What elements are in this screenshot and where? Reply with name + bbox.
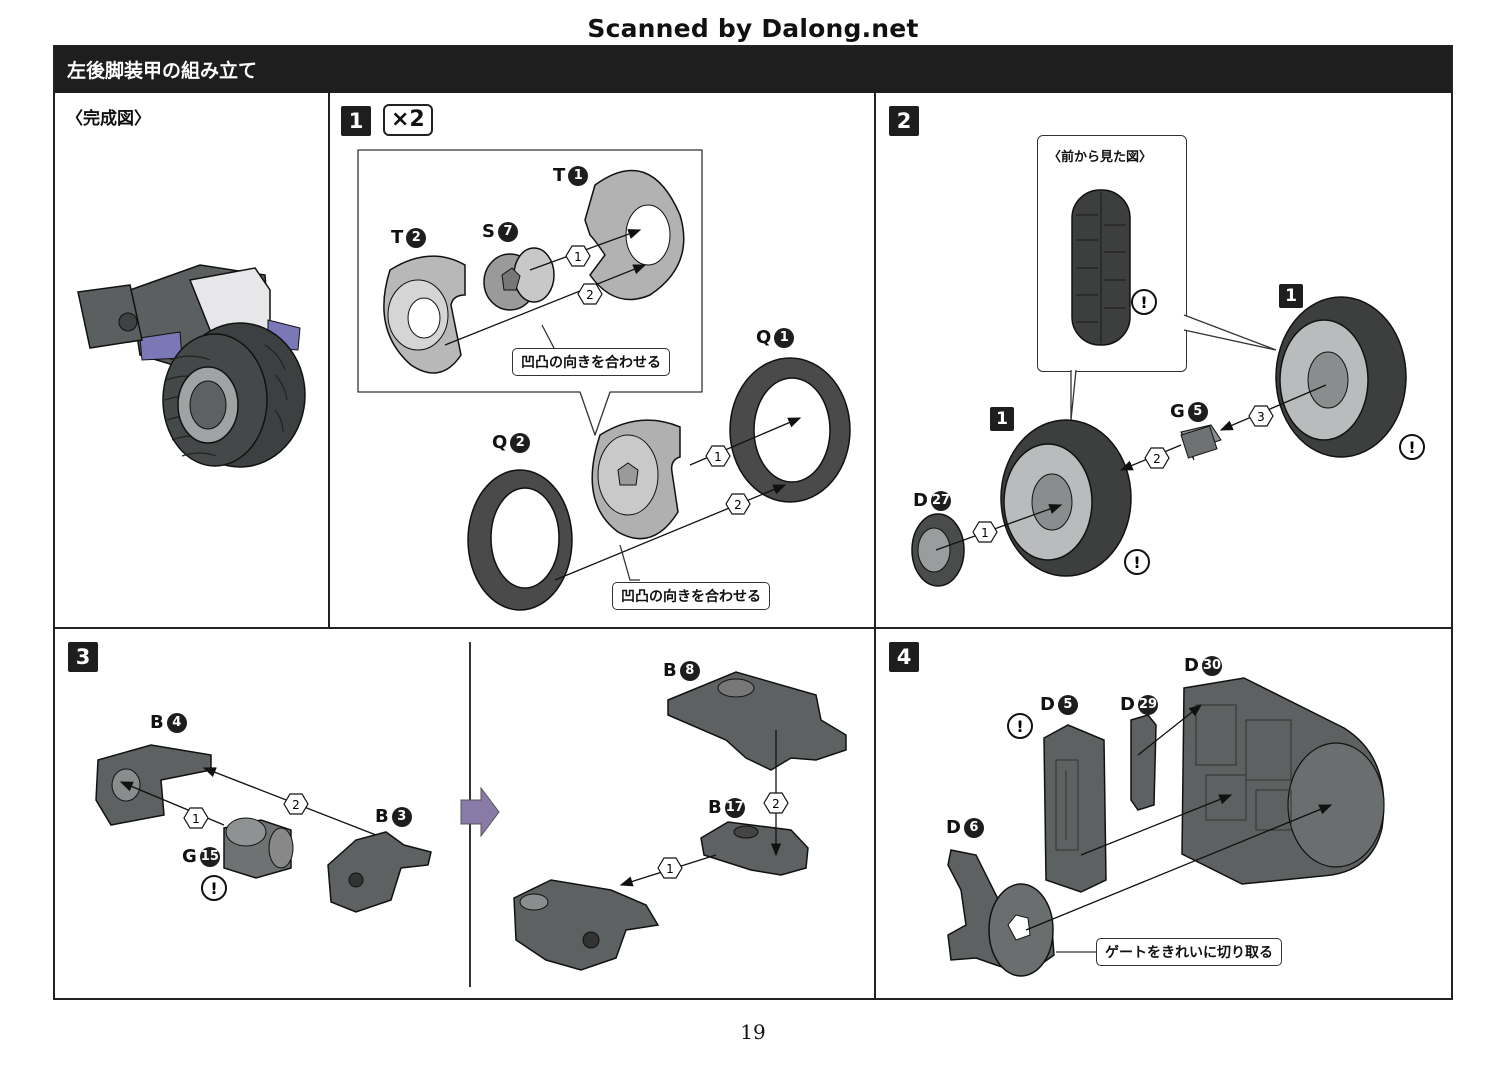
seq-marker: 1	[714, 450, 722, 464]
svg-text:!: !	[210, 879, 217, 898]
seq-marker: 2	[734, 498, 742, 512]
callout-align-notch: 凹凸の向きを合わせる	[512, 348, 670, 376]
section-title: 左後脚装甲の組み立て	[67, 60, 258, 82]
quantity-multiplier: ×2	[383, 104, 433, 136]
sub-step-1-badge: 1	[990, 407, 1014, 431]
divider	[55, 627, 1451, 629]
step-3-illustration: 1 2 ! 1 2	[95, 671, 847, 971]
sub-step-1-badge: 1	[1279, 284, 1303, 308]
seq-marker: 1	[574, 250, 582, 264]
step-3-number: 3	[68, 642, 98, 672]
svg-text:!: !	[1408, 438, 1415, 457]
divider	[328, 93, 330, 628]
section-title-bar: 左後脚装甲の組み立て	[55, 47, 1451, 93]
step-2-illustration: 1 2 3 ! ! !	[911, 189, 1425, 587]
svg-text:1: 1	[666, 862, 674, 876]
svg-text:1: 1	[192, 812, 200, 826]
svg-text:1: 1	[981, 526, 989, 540]
completed-assembly-illustration	[77, 264, 306, 468]
svg-text:!: !	[1133, 553, 1140, 572]
seq-marker: 2	[586, 288, 594, 302]
svg-text:!: !	[1016, 717, 1023, 736]
front-view-inset	[1037, 135, 1187, 372]
svg-text:2: 2	[1153, 452, 1161, 466]
callout-align-notch: 凹凸の向きを合わせる	[612, 582, 770, 610]
complete-view-label: 〈完成図〉	[66, 109, 151, 129]
svg-text:2: 2	[292, 798, 300, 812]
front-view-label: 〈前から見た図〉	[1048, 150, 1153, 165]
svg-text:3: 3	[1257, 410, 1265, 424]
page-number: 19	[740, 1020, 766, 1044]
instruction-frame	[53, 45, 1453, 1000]
divider	[874, 93, 876, 1000]
step-1-number: 1	[341, 106, 371, 136]
svg-text:!: !	[1140, 293, 1147, 312]
step-4-illustration: !	[947, 677, 1385, 977]
svg-text:2: 2	[772, 797, 780, 811]
scan-credit: Scanned by Dalong.net	[587, 14, 919, 43]
step-2-number: 2	[889, 106, 919, 136]
callout-cut-gate-cleanly: ゲートをきれいに切り取る	[1096, 938, 1282, 966]
step-4-number: 4	[889, 642, 919, 672]
step-1-illustration: 1 2 1 2	[357, 149, 851, 611]
